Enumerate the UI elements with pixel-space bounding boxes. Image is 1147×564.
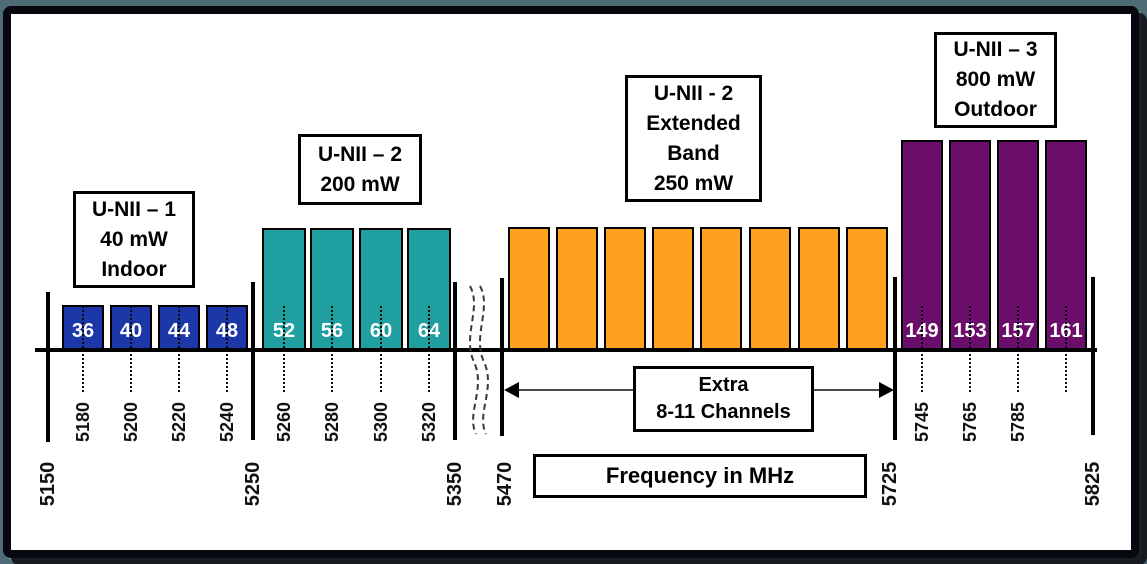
axis-break-squiggle [469,285,489,435]
extended-band-bar [700,227,742,350]
unii3-label-line2: 800 mW [955,68,1036,91]
leader-line [130,306,132,392]
unii1-label-line3: Indoor [101,257,167,281]
unii1-label-line1: U-NII – 1 [91,197,177,221]
unii3-label-line3: Outdoor [954,98,1037,121]
extended-band-bar [556,227,598,350]
boundary-label-5725: 5725 [879,461,901,507]
leader-line [921,306,923,392]
extra-channels-line2: 8-11 Channels [656,401,791,423]
boundary-label-5150: 5150 [37,461,59,507]
tick-label-5300: 5300 [371,401,391,443]
leader-line [226,306,228,392]
extended-band-bar [604,227,646,350]
boundary-line-5825 [1091,277,1095,435]
tick-label-5765: 5765 [960,401,980,443]
boundary-line-5250 [251,282,255,440]
unii2e-label-line4: 250 mW [653,171,734,195]
unii2e-label-line1: U-NII - 2 [653,81,734,105]
frequency-unit-label: Frequency in MHz [605,463,795,488]
unii2e-label-line3: Band [667,141,720,165]
channel-bar-161: 161 [1045,140,1087,350]
leader-line [331,306,333,392]
leader-line [1065,306,1067,392]
boundary-line-5350 [453,282,457,440]
frequency-axis [35,348,1097,352]
tick-label-5240: 5240 [217,401,237,443]
unii3-label-line1: U-NII – 3 [953,38,1038,61]
boundary-line-5470 [500,278,504,436]
boundary-line-5725 [893,277,897,440]
unii3-label-box: U-NII – 3 800 mW Outdoor [934,32,1057,128]
extra-channels-label-box: Extra 8-11 Channels [633,366,814,432]
tick-label-5200: 5200 [121,401,141,443]
unii1-label-box: U-NII – 1 40 mW Indoor [73,191,195,288]
unii2e-label-line2: Extended [646,111,741,135]
unii2-extended-label-box: U-NII - 2 Extended Band 250 mW [625,75,762,202]
extended-band-bar [652,227,694,350]
leader-line [428,306,430,392]
extended-band-bar [846,227,888,350]
frequency-unit-box: Frequency in MHz [533,454,867,498]
leader-line [380,306,382,392]
tick-label-5785: 5785 [1008,401,1028,443]
channel-bar-64: 64 [407,228,451,350]
extra-channels-line1: Extra [698,374,749,396]
extended-band-bar [508,227,550,350]
arrowhead-right-icon [879,382,894,398]
tick-label-5260: 5260 [274,401,294,443]
leader-line [1017,306,1019,392]
tick-label-5320: 5320 [419,401,439,443]
unii1-label-line2: 40 mW [100,227,168,251]
arrowhead-left-icon [504,382,519,398]
boundary-label-5250: 5250 [242,461,264,507]
unii2-label-line2: 200 mW [320,172,400,196]
extended-band-bar [798,227,840,350]
tick-label-5745: 5745 [912,401,932,443]
boundary-label-5350: 5350 [444,461,466,507]
unii2-label-line1: U-NII – 2 [317,142,403,166]
extended-band-bar [749,227,791,350]
tick-label-5280: 5280 [322,401,342,443]
leader-line [969,306,971,392]
boundary-line-5150 [46,292,50,442]
leader-line [178,306,180,392]
leader-line [283,306,285,392]
boundary-label-5470: 5470 [494,461,516,507]
tick-label-5180: 5180 [73,401,93,443]
tick-label-5220: 5220 [169,401,189,443]
unii2-label-box: U-NII – 2 200 mW [298,134,422,205]
boundary-label-5825: 5825 [1082,461,1104,507]
leader-line [82,306,84,392]
